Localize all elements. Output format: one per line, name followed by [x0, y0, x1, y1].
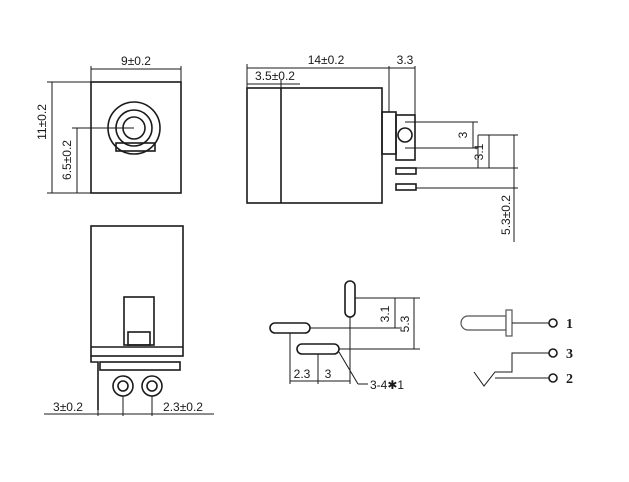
- side-pin-lower: [395, 183, 417, 191]
- side-tab-hole: [397, 127, 413, 143]
- side-view: 14±0.2 3.3 3.5±0.2 3 3.1 5.3±0.2: [246, 53, 518, 242]
- schematic-pin2-label: 2: [566, 372, 573, 387]
- side-terminal-tab: [395, 114, 416, 161]
- side-pin-upper: [395, 167, 417, 175]
- schematic-pin1-label: 1: [566, 317, 573, 332]
- side-pin-dim: 3.1: [472, 143, 486, 160]
- front-body-outline: [90, 81, 182, 194]
- footprint-slot-left: [269, 322, 311, 334]
- front-width-dim: 9±0.2: [121, 54, 151, 68]
- schematic-pin3-label: 3: [566, 347, 573, 362]
- leader-line: [338, 351, 359, 385]
- front-slot: [115, 142, 156, 152]
- bottom-lead-plate: [99, 361, 181, 371]
- side-offset-dim: 3.5±0.2: [255, 69, 295, 83]
- schematic-terminal-1: [548, 318, 558, 328]
- side-pin-length-dim: 5.3±0.2: [499, 195, 513, 235]
- side-length-dim: 14±0.2: [308, 53, 345, 67]
- bottom-pin-left: [112, 375, 134, 397]
- side-rear-block: [381, 111, 397, 155]
- side-body-outline: [246, 87, 383, 204]
- footprint-h1-dim: 2.3: [294, 367, 311, 381]
- footprint-v2-dim: 5.3: [398, 315, 412, 332]
- side-hole-dim: 3: [456, 131, 470, 138]
- footprint-h2-dim: 3: [325, 367, 332, 381]
- bottom-slot-inner: [127, 331, 151, 346]
- footprint-slot-bottom: [296, 343, 340, 355]
- front-view: 9±0.2 11±0.2 6.5±0.2: [35, 54, 182, 194]
- bottom-left-dim: 3±0.2: [53, 400, 83, 414]
- footprint-v1-dim: 3.1: [378, 305, 392, 322]
- footprint-slot-vertical: [344, 280, 356, 318]
- bottom-right-dim: 2.3±0.2: [163, 400, 203, 414]
- schematic-terminal-3: [548, 348, 558, 358]
- bottom-body-outline: [90, 225, 184, 357]
- side-tab-dim: 3.3: [397, 53, 414, 67]
- schematic-plug-flange: [505, 309, 513, 337]
- schematic-switch-wire: [473, 352, 549, 387]
- footprint-slot-dim: 3-4✱1: [370, 378, 404, 392]
- bottom-left-lead: [90, 356, 99, 410]
- schematic-terminal-2: [548, 373, 558, 383]
- pcb-footprint: 3.1 5.3 2.3 3 3-4✱1: [269, 280, 420, 392]
- front-center-dim: 6.5±0.2: [60, 140, 74, 180]
- bottom-view: 3±0.2 2.3±0.2: [44, 225, 214, 416]
- front-height-dim: 11±0.2: [35, 104, 49, 140]
- schematic-symbol: 1 3 2: [460, 309, 573, 387]
- bottom-pin-right: [141, 375, 163, 397]
- bottom-pin-right-inner: [146, 380, 158, 392]
- bottom-pin-left-inner: [117, 380, 129, 392]
- schematic-plug-body: [460, 315, 507, 331]
